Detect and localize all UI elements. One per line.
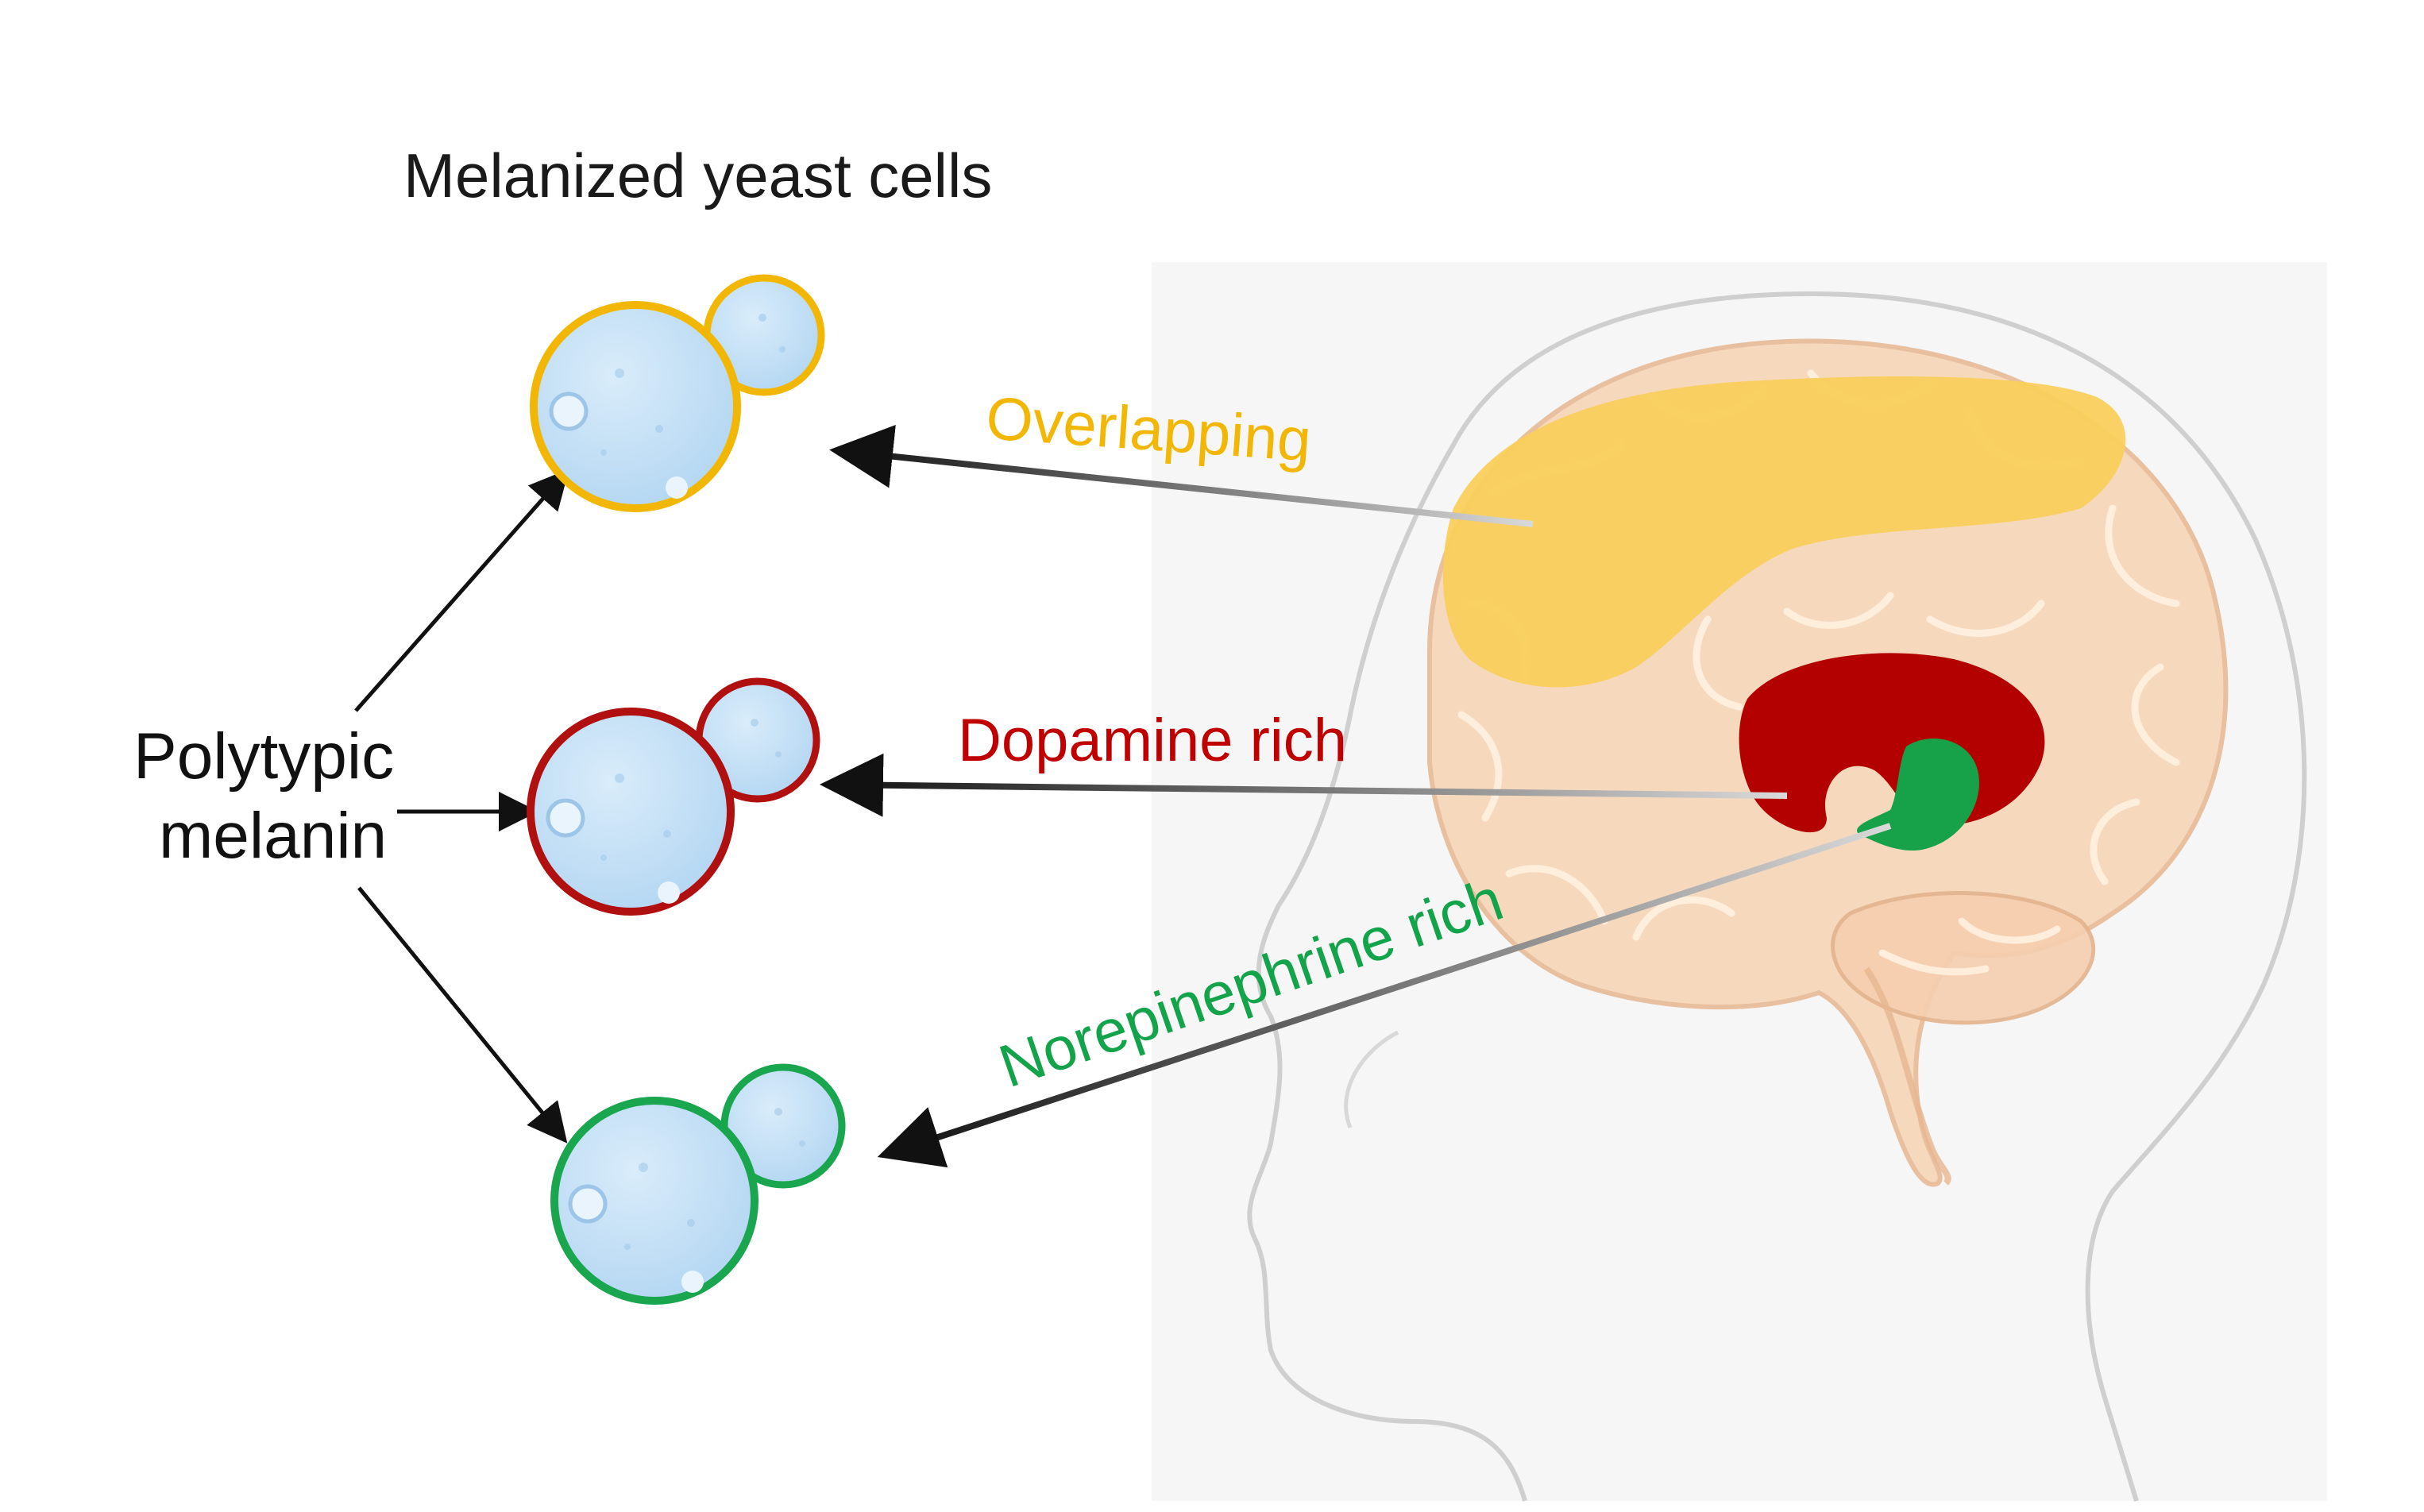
arrow-from-overlapping-region (829, 424, 1534, 527)
yeast-mother (527, 708, 735, 916)
arrow-from-norepinephrine-region (877, 823, 1892, 1168)
yeast-granule (681, 1271, 704, 1293)
head-outline (1247, 291, 2307, 1502)
brain-stem (1863, 966, 1951, 1186)
arrow-to-norepinephrine-cell (357, 886, 568, 1144)
yeast-granule (658, 881, 680, 904)
head-ear-hint (1344, 1030, 1399, 1128)
source-label-line1: Polytypic (133, 720, 394, 793)
norepinephrine-region (1857, 739, 1979, 850)
label-dopamine-rich: Dopamine rich (958, 707, 1347, 774)
overlapping-region (1442, 376, 2126, 688)
source-arrows (354, 469, 569, 1144)
yeast-mother (530, 301, 741, 512)
yeast-cell-overlapping (530, 274, 825, 512)
yeast-mother (550, 1097, 758, 1305)
cell-texture (600, 314, 805, 1250)
region-arrows (820, 424, 1892, 1168)
arrow-to-overlapping-cell (354, 469, 569, 712)
yeast-granule (666, 476, 688, 499)
yeast-vacuole (568, 1184, 608, 1224)
diagram-title: Melanized yeast cells (403, 141, 992, 210)
source-label-line2: melanin (159, 800, 387, 872)
yeast-vacuole (549, 392, 589, 431)
yeast-cell-dopamine (527, 677, 820, 916)
yeast-vacuole (546, 798, 585, 838)
arrow-from-dopamine-region (820, 753, 1788, 817)
yeast-cell-norepinephrine (550, 1063, 846, 1305)
brain-cerebellum (1831, 891, 2096, 1025)
